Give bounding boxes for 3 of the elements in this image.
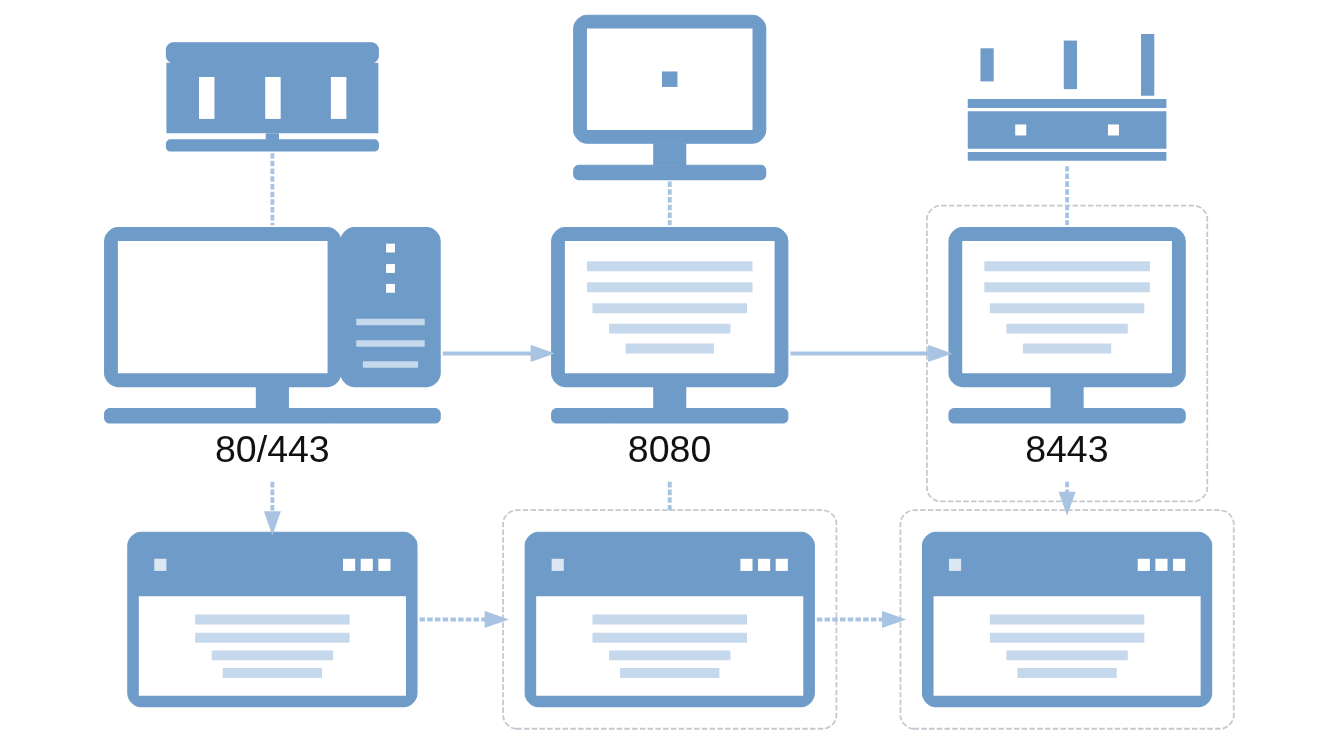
node-label: 8443 bbox=[1024, 427, 1109, 470]
node-label: 80/443 bbox=[214, 427, 330, 470]
node-label: 8080 bbox=[627, 427, 711, 470]
